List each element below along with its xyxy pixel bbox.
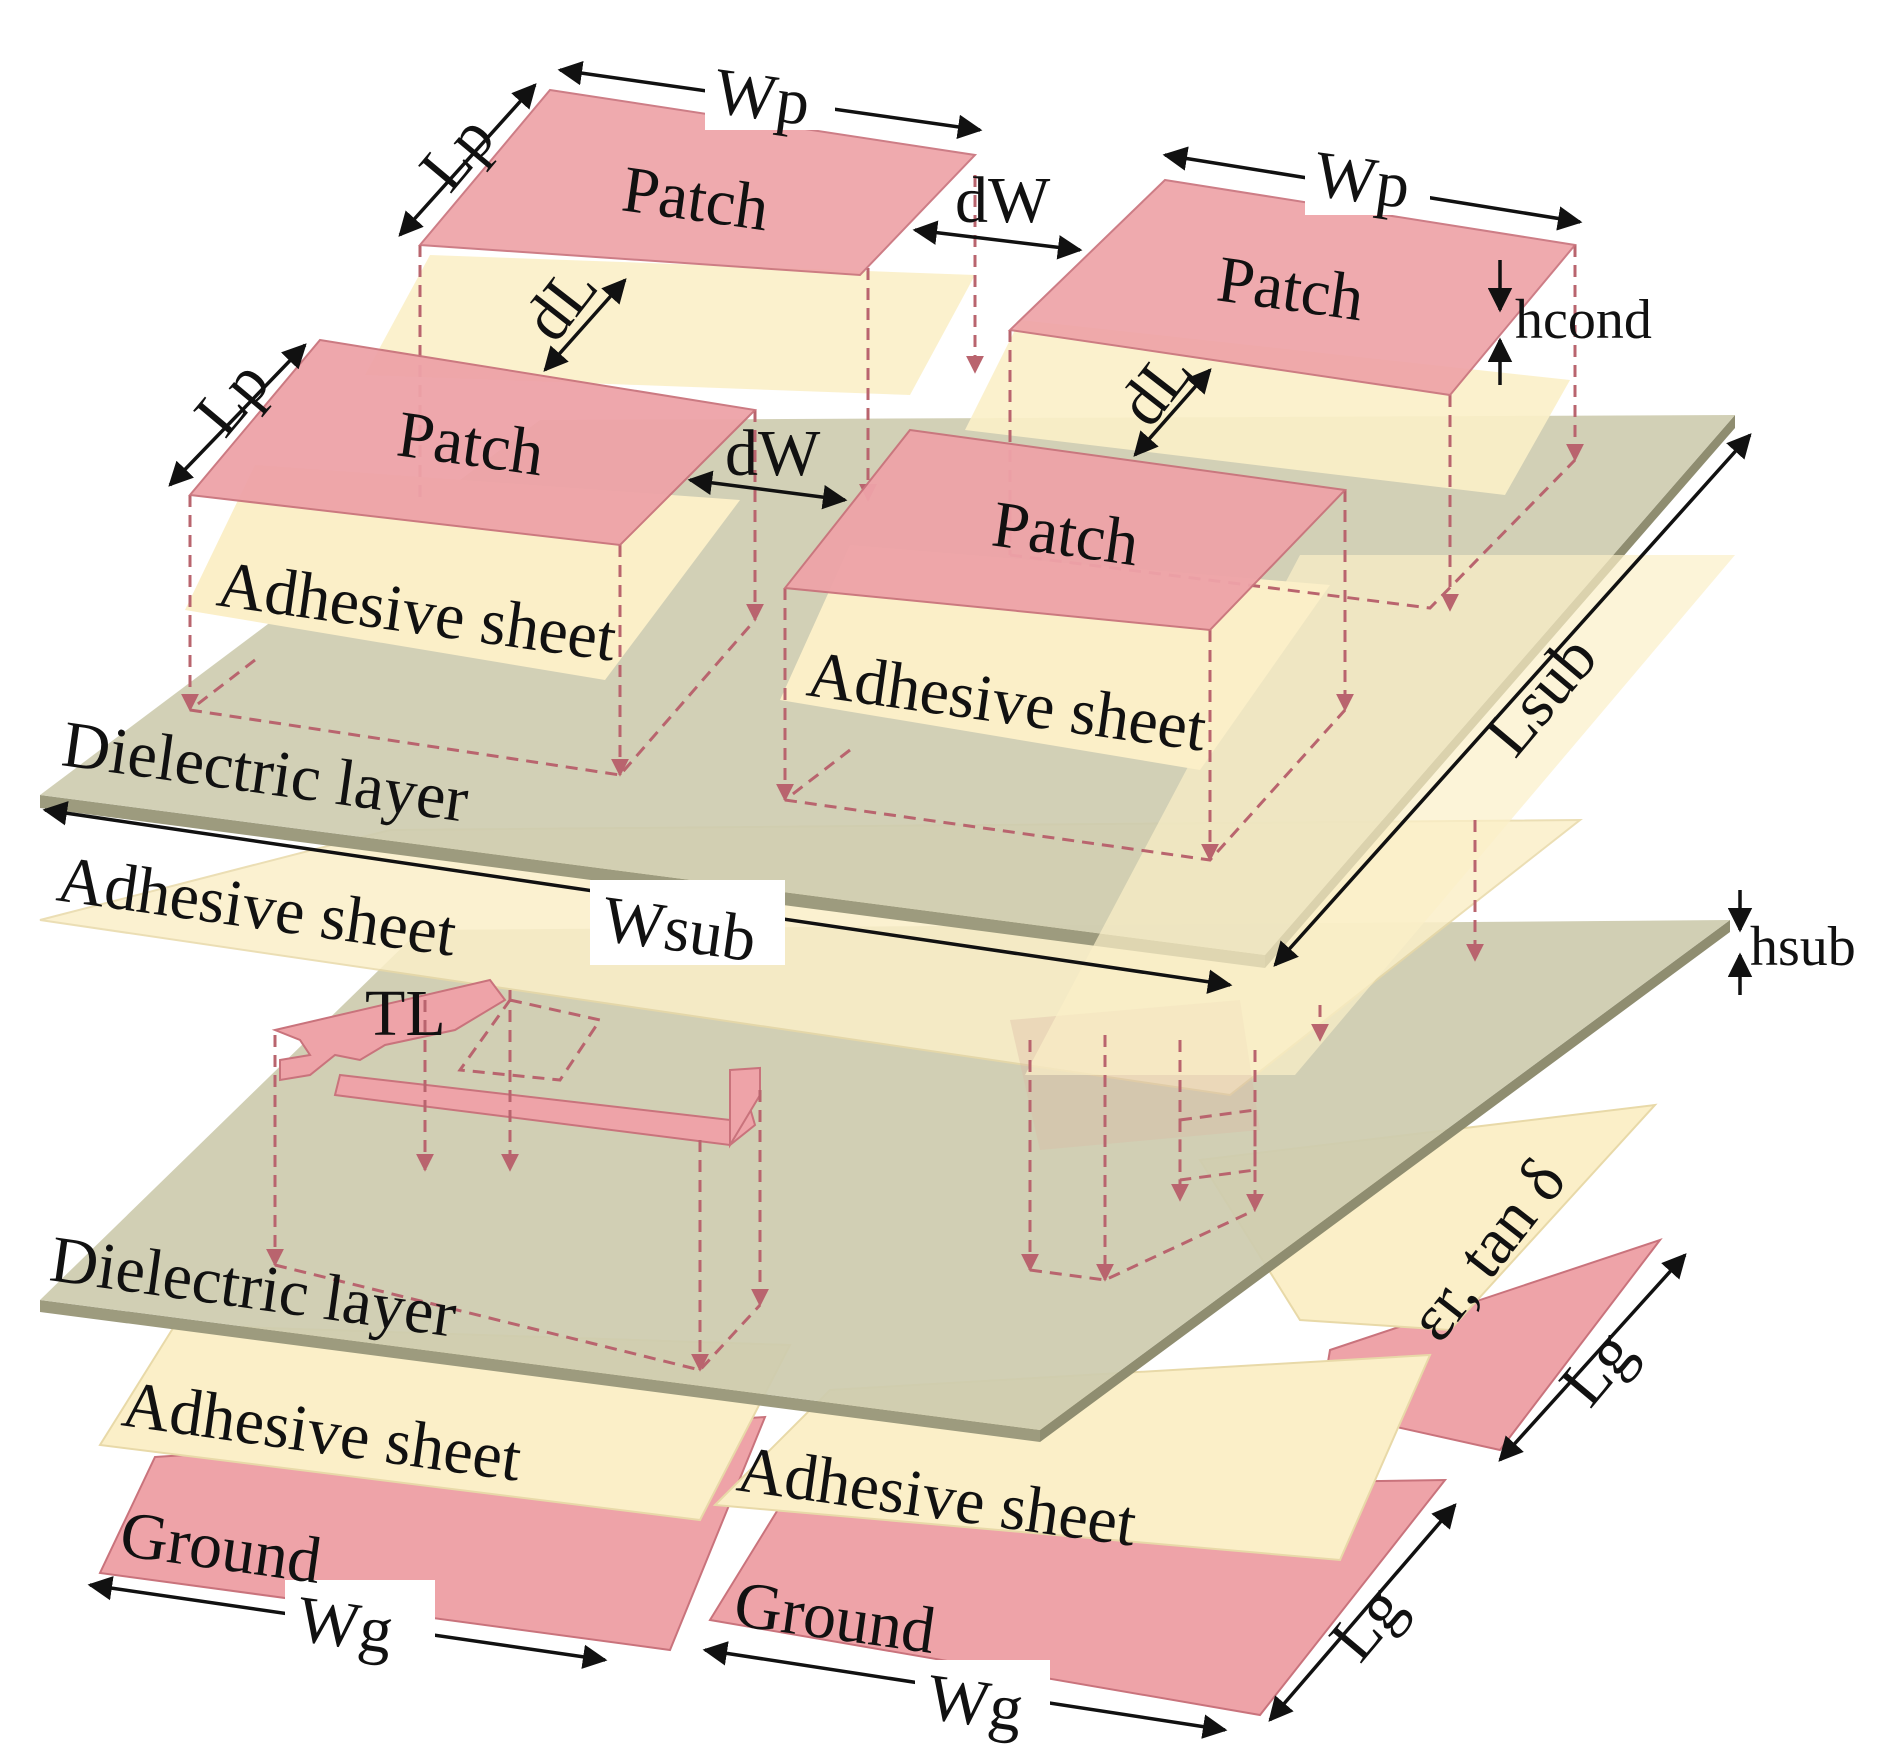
wp-label-mask-1 — [705, 50, 835, 130]
wg-label-2: Wg — [923, 1661, 1028, 1747]
wg-label-mask-1 — [285, 1580, 435, 1660]
wsub-label-mask — [590, 880, 785, 965]
dw-label-2: dW — [725, 417, 821, 490]
wp-label-2: Wp — [1310, 138, 1415, 224]
dielectric-layer-lower-edge — [40, 1300, 1040, 1442]
patch-front-right — [783, 428, 1348, 632]
dw-label-1: dW — [955, 164, 1051, 237]
adhesive-sheet-under-patch-back-left — [365, 255, 975, 395]
wp-label-1: Wp — [710, 55, 815, 141]
wg-label-mask-2 — [915, 1660, 1050, 1740]
h-cond-label: hcond — [1515, 289, 1652, 351]
dielectric-layer-lower-edge-right — [1040, 920, 1730, 1442]
wp-label-mask-2 — [1305, 130, 1430, 215]
wg-label-1: Wg — [293, 1583, 398, 1669]
tl-label: TL — [365, 977, 446, 1050]
h-sub-label: hsub — [1750, 916, 1856, 978]
feed-network-left — [271, 978, 507, 1082]
